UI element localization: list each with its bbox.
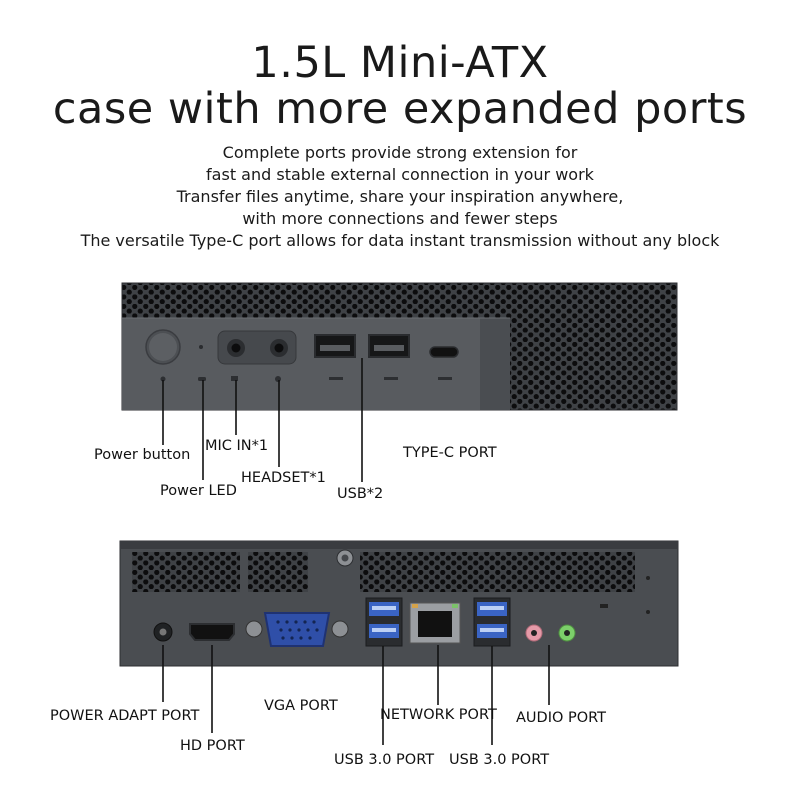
label-usb30-left: USB 3.0 PORT [334,752,435,768]
label-type-c: TYPE-C PORT [403,445,497,461]
label-power-led: Power LED [160,483,237,499]
vga-port-icon [245,612,349,647]
description-line: fast and stable external connection in y… [206,165,594,184]
description-line: Transfer files anytime, share your inspi… [176,187,624,206]
hdmi-port-icon [189,623,235,641]
label-headset: HEADSET*1 [241,470,326,486]
label-power-adapt: POWER ADAPT PORT [50,708,200,724]
type-c-port-icon [429,346,459,358]
label-audio: AUDIO PORT [516,710,607,726]
label-hd: HD PORT [180,738,245,754]
rear-callout-lines [162,645,550,745]
page-title: 1.5L Mini-ATX [251,38,549,88]
label-power-button: Power button [94,447,191,463]
description-line: The versatile Type-C port allows for dat… [80,231,720,250]
label-network: NETWORK PORT [380,707,497,723]
front-callout-lines [162,358,363,482]
usb30-right-icon [473,597,511,647]
usb30-left-icon [365,597,403,647]
label-usb30-right: USB 3.0 PORT [449,752,550,768]
description-line: with more connections and fewer steps [242,209,558,228]
label-mic-in: MIC IN*1 [205,438,269,454]
description-line: Complete ports provide strong extension … [222,143,578,162]
label-vga: VGA PORT [264,698,338,714]
page-subtitle: case with more expanded ports [52,84,748,134]
label-usb: USB*2 [337,486,384,502]
network-port-icon [409,602,461,644]
front-case [121,282,678,411]
power-led-icon [199,345,203,349]
